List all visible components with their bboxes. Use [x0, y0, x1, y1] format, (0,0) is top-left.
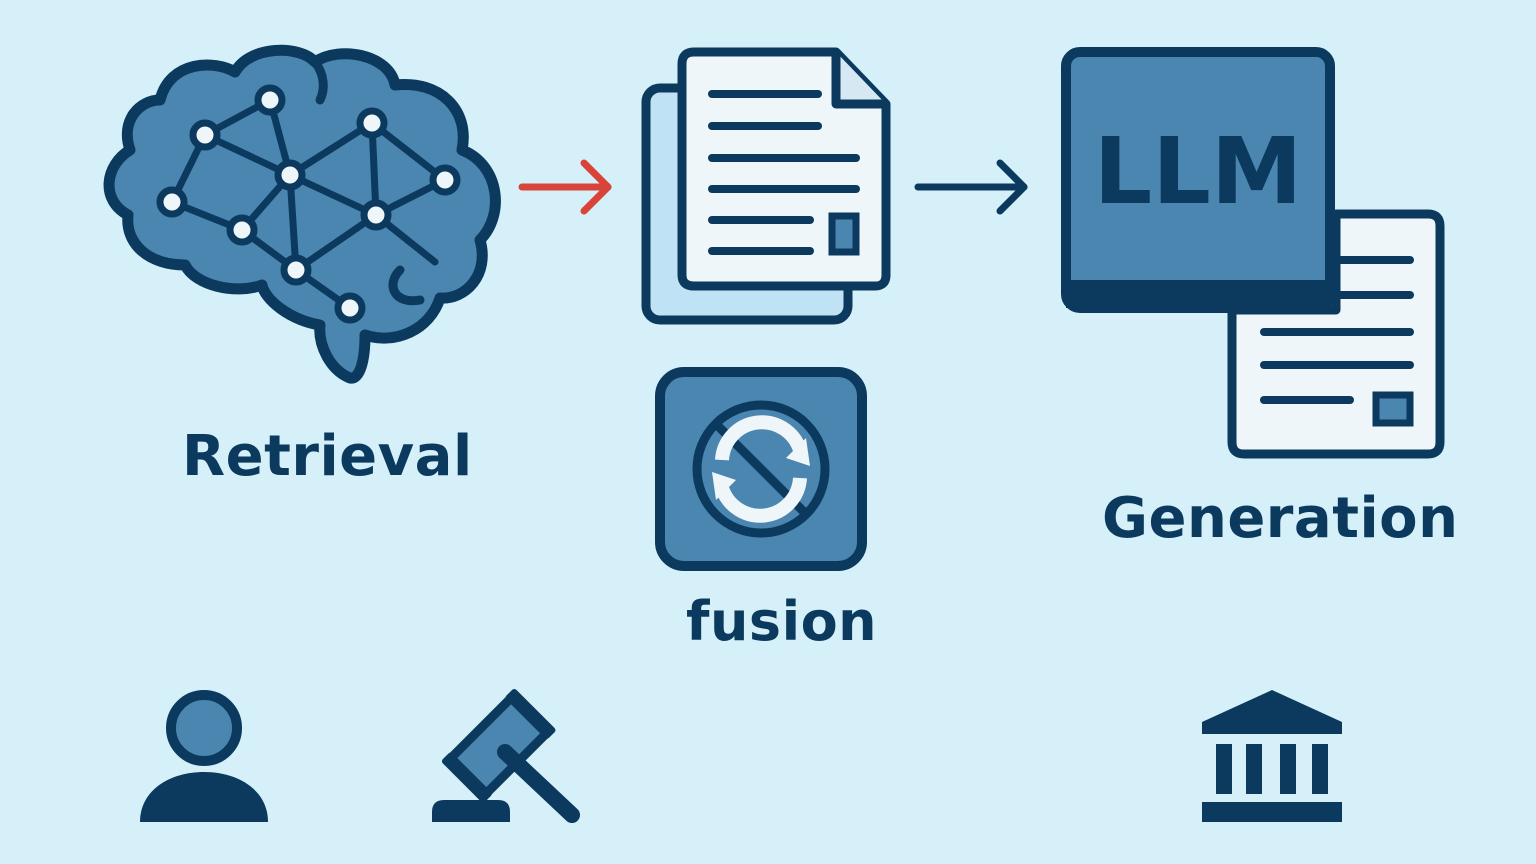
gavel-icon — [432, 688, 580, 823]
retrieval-label: Retrieval — [182, 424, 473, 489]
bank-building-icon — [1202, 690, 1342, 822]
brain-network-icon — [103, 44, 501, 384]
llm-label: LLM — [1093, 118, 1303, 225]
generation-label: Generation — [1102, 486, 1459, 551]
output-document-icon — [1227, 209, 1445, 459]
fusion-cycle-icon — [655, 367, 867, 571]
red-arrow-icon — [518, 159, 612, 215]
person-icon — [140, 690, 268, 822]
llm-monitor-icon — [1061, 47, 1335, 313]
fusion-label: fusion — [686, 590, 878, 653]
arrow-icon — [914, 159, 1028, 215]
document-stack-icon — [641, 47, 891, 325]
